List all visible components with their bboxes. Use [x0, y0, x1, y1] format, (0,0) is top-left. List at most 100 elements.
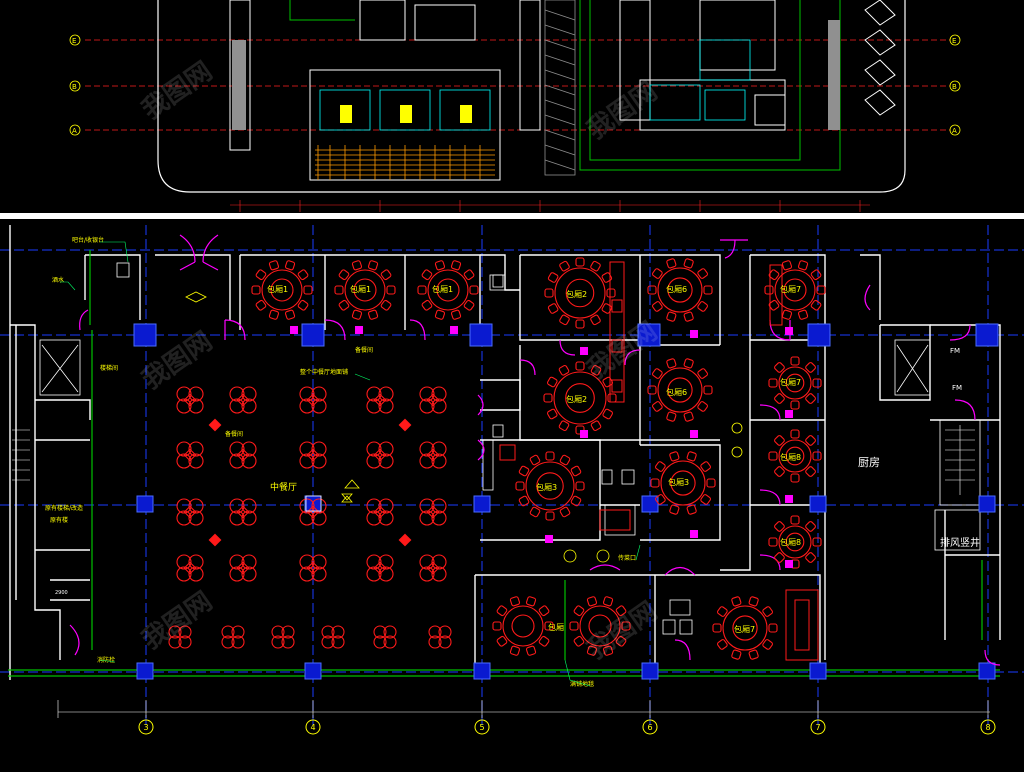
note-small: 传菜口: [618, 554, 636, 562]
private-room-label-15: 包厢7: [734, 624, 755, 634]
note-left-4: 原有楼: [50, 516, 68, 524]
axis-bubbles: [138, 719, 996, 735]
round-table: [492, 596, 554, 656]
walls: [9, 225, 1001, 680]
upper-axis-a-left: A: [72, 127, 77, 135]
room-label-exhaust-shaft: 排风竖井: [940, 536, 980, 549]
note-left-1: 酒水: [52, 276, 64, 284]
upper-floor-plan: E B A E B A: [69, 0, 961, 212]
hall-table: [419, 386, 447, 414]
private-room-label-3: 包厢1: [432, 284, 453, 294]
hall-table: [373, 625, 397, 649]
note-left-3: 原有楼梯/改造: [45, 504, 83, 512]
floor-marker: [398, 418, 412, 432]
note-fm-2: FM: [952, 384, 962, 392]
upper-axis-e-left: E: [72, 37, 76, 45]
doors: [69, 234, 1001, 666]
round-table: [544, 257, 616, 329]
private-room-label-10: 包厢3: [536, 482, 557, 492]
round-table: [650, 451, 716, 515]
note-hall: 整个中餐厅地面铺: [300, 368, 348, 376]
main-floor-plan: 中餐厅 厨房 排风竖井 包厢1 包厢1 包厢1 包厢2 包厢6 包厢7 包厢2 …: [0, 225, 1024, 735]
hall-table: [229, 386, 257, 414]
hall-table: [428, 625, 452, 649]
hall-table: [221, 625, 245, 649]
watermark-text-1: 我图网: [137, 56, 218, 125]
private-room-label-4: 包厢2: [566, 289, 587, 299]
axis-label-8: 8: [985, 723, 990, 732]
hall-table: [168, 625, 192, 649]
note-left-5: 2900: [55, 590, 68, 596]
round-table: [712, 596, 778, 660]
upper-axis-b-left: B: [72, 83, 77, 91]
private-room-label-11: 包厢3: [668, 477, 689, 487]
note-left-2: 楼梯间: [100, 364, 118, 372]
private-room-label-12: 包厢8: [780, 452, 801, 462]
note-side-1: 备餐间: [355, 346, 373, 354]
upper-axis-e-right: E: [952, 37, 956, 45]
round-table: [768, 429, 822, 483]
watermark-text-5: 我图网: [137, 586, 218, 655]
private-room-label-6: 包厢7: [780, 284, 801, 294]
room-label-kitchen: 厨房: [858, 456, 880, 469]
hall-table: [176, 386, 204, 414]
hall-table: [366, 441, 394, 469]
sheet-divider: [0, 213, 1024, 219]
hall-table: [176, 498, 204, 526]
columns: [133, 323, 999, 680]
private-room-label-8: 包厢6: [666, 387, 687, 397]
round-table: [764, 260, 826, 320]
axis-label-4: 4: [310, 723, 315, 732]
axis-label-5: 5: [479, 723, 484, 732]
hall-table: [176, 554, 204, 582]
private-room-label-13: 包厢8: [780, 537, 801, 547]
round-table: [647, 358, 713, 422]
private-room-tables: [251, 257, 826, 660]
hall-table: [229, 554, 257, 582]
floor-marker: [398, 533, 412, 547]
floor-marker: [208, 533, 222, 547]
watermark-text-4: 我图网: [582, 316, 663, 385]
axis-lines: [0, 225, 1024, 725]
hall-table: [299, 554, 327, 582]
round-table: [515, 451, 585, 521]
hall-table: [366, 386, 394, 414]
hall-tables: [168, 386, 452, 649]
note-fm-1: FM: [950, 347, 960, 355]
dimension-line: [57, 700, 990, 718]
upper-axis-b-right: B: [952, 83, 957, 91]
watermark-text-2: 我图网: [582, 76, 663, 145]
note-side-2: 备餐间: [225, 430, 243, 438]
axis-label-7: 7: [815, 723, 820, 732]
axis-label-6: 6: [647, 723, 652, 732]
axis-label-3: 3: [143, 723, 148, 732]
round-table: [334, 260, 396, 320]
hall-table: [176, 441, 204, 469]
floor-marker: [208, 418, 222, 432]
round-table: [768, 356, 822, 410]
private-room-label-1: 包厢1: [267, 284, 288, 294]
private-room-label-9: 包厢7: [780, 377, 801, 387]
hall-table: [299, 386, 327, 414]
private-room-label-5: 包厢6: [666, 284, 687, 294]
hall-table: [299, 441, 327, 469]
round-table: [417, 260, 479, 320]
note-top-left: 吧台/收银台: [72, 236, 104, 244]
round-table: [569, 596, 631, 656]
room-label-main-hall: 中餐厅: [270, 481, 297, 493]
round-table: [647, 258, 713, 322]
private-room-label-2: 包厢1: [350, 284, 371, 294]
hall-table: [419, 554, 447, 582]
note-bottom: 满铺地毯: [570, 680, 594, 688]
round-table: [768, 515, 822, 569]
hall-table: [271, 625, 295, 649]
note-bottom-left: 消防栓: [97, 656, 115, 664]
hall-table: [366, 554, 394, 582]
hall-table: [419, 498, 447, 526]
hall-table: [229, 498, 257, 526]
hall-table: [366, 498, 394, 526]
upper-grid-bubbles: [69, 34, 961, 136]
hall-table: [419, 441, 447, 469]
